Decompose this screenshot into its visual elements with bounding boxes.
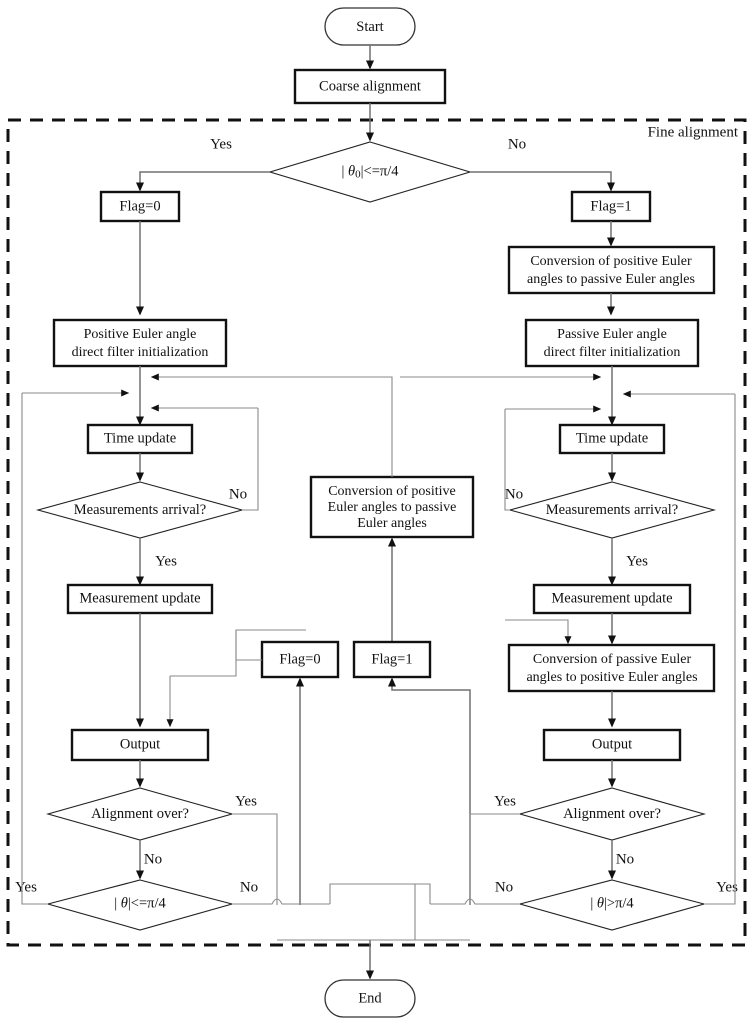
edge-right-no-into-conversion xyxy=(505,619,572,645)
node-measurement-update-right-label: Measurement update xyxy=(551,590,672,606)
edge-secondary-into-output-left-tail xyxy=(170,630,237,677)
node-flag1-top[interactable] xyxy=(570,190,652,223)
node-flag0-top-label: Flag=0 xyxy=(119,198,160,214)
edge-bottom-to-flag1-mid xyxy=(388,677,471,905)
node-positive-init[interactable] xyxy=(52,318,228,368)
decision-theta-left[interactable] xyxy=(45,879,235,931)
branch-align-left-yes: Yes xyxy=(235,793,257,809)
branch-meas-right-no: No xyxy=(505,486,523,502)
edge-align-left-yes xyxy=(232,813,278,905)
node-time-update-right[interactable] xyxy=(558,423,666,455)
node-passive-init-line2: direct filter initialization xyxy=(544,345,681,360)
decision-alignment-over-right-label: Alignment over? xyxy=(563,806,661,822)
decision-theta-right[interactable] xyxy=(517,879,707,931)
node-conversion-center-line2: Euler angles to passive xyxy=(328,500,457,515)
edge-theta-left-yes xyxy=(21,393,48,905)
edge-meas-left-no xyxy=(242,408,259,511)
node-passive-init[interactable] xyxy=(524,318,700,368)
branch-meas-left-yes: Yes xyxy=(155,553,177,569)
fine-alignment-label: Fine alignment xyxy=(648,124,739,140)
node-coarse-alignment[interactable] xyxy=(293,68,447,105)
branch-theta0-no: No xyxy=(508,136,526,152)
branch-meas-left-no: No xyxy=(229,486,247,502)
edge-meas-right-no xyxy=(504,409,510,511)
decision-measurements-left-label: Measurements arrival? xyxy=(74,502,206,518)
edge-conversion-center-to-left-column xyxy=(306,376,393,477)
node-time-update-left-label: Time update xyxy=(104,430,176,446)
branch-theta-left-yes: Yes xyxy=(15,879,37,895)
node-conversion-center[interactable] xyxy=(309,475,475,539)
node-flag0-mid[interactable] xyxy=(260,640,340,679)
node-flag1-mid-label: Flag=1 xyxy=(371,651,412,667)
decision-theta0-label: | θ0|<=π/4 xyxy=(341,164,399,181)
node-flag1-mid[interactable] xyxy=(352,640,432,679)
edge-align-right-yes xyxy=(469,813,520,905)
node-end[interactable] xyxy=(324,979,416,1018)
branch-meas-right-yes: Yes xyxy=(626,553,648,569)
decision-alignment-over-left-label: Alignment over? xyxy=(91,806,189,822)
node-measurement-update-left-label: Measurement update xyxy=(79,590,200,606)
branch-theta-right-no: No xyxy=(495,879,513,895)
node-conversion-pos-to-pas-top[interactable] xyxy=(507,245,716,295)
node-conversion-pas-to-pos-line2: angles to positive Euler angles xyxy=(526,670,697,685)
edge-theta-right-no-riser xyxy=(415,883,431,904)
node-positive-init-line2: direct filter initialization xyxy=(72,345,209,360)
node-conversion-pas-to-pos-line1: Conversion of passive Euler xyxy=(533,652,692,667)
node-conversion-pos-to-pas-top-line2: angles to passive Euler angles xyxy=(527,272,695,287)
node-flag1-top-label: Flag=1 xyxy=(590,198,631,214)
node-time-update-right-label: Time update xyxy=(576,430,648,446)
node-flag0-mid-label: Flag=0 xyxy=(279,651,320,667)
edge-theta-left-no-tail xyxy=(277,883,416,941)
node-time-update-left[interactable] xyxy=(86,423,194,455)
edge-theta-right-no xyxy=(430,898,520,905)
node-end-label: End xyxy=(358,990,382,1006)
decision-measurements-right-label: Measurements arrival? xyxy=(546,502,678,518)
node-passive-init-line1: Passive Euler angle xyxy=(557,327,667,342)
node-output-right-label: Output xyxy=(592,736,632,752)
node-coarse-alignment-label: Coarse alignment xyxy=(319,78,421,94)
branch-theta-right-yes: Yes xyxy=(716,879,738,895)
decision-theta-right-label: | θ|>π/4 xyxy=(590,896,634,912)
edge-theta-left-no xyxy=(232,898,330,905)
node-output-right[interactable] xyxy=(542,728,682,762)
node-conversion-pos-to-pas-top-line1: Conversion of positive Euler xyxy=(530,254,692,269)
branch-align-right-yes: Yes xyxy=(494,793,516,809)
edge-decision-to-flag1 xyxy=(470,171,615,192)
branch-align-left-no: No xyxy=(144,851,162,867)
edge-theta-right-yes xyxy=(704,394,736,905)
fine-alignment-frame xyxy=(6,118,747,947)
branch-theta0-yes: Yes xyxy=(210,136,232,152)
edge-decision-to-flag0 xyxy=(136,171,270,192)
branch-theta-left-no: No xyxy=(240,879,258,895)
branch-align-right-no: No xyxy=(616,851,634,867)
node-flag0-top[interactable] xyxy=(99,190,181,223)
node-positive-init-line1: Positive Euler angle xyxy=(84,327,197,342)
node-conversion-center-line3: Euler angles xyxy=(357,516,427,531)
node-output-left-label: Output xyxy=(120,736,160,752)
decision-theta-left-label: | θ|<=π/4 xyxy=(114,896,166,912)
node-conversion-center-line1: Conversion of positive xyxy=(328,484,456,499)
node-start-label: Start xyxy=(356,19,383,35)
edge-theta-left-no-riser xyxy=(329,883,410,904)
decision-theta0[interactable] xyxy=(268,141,472,203)
